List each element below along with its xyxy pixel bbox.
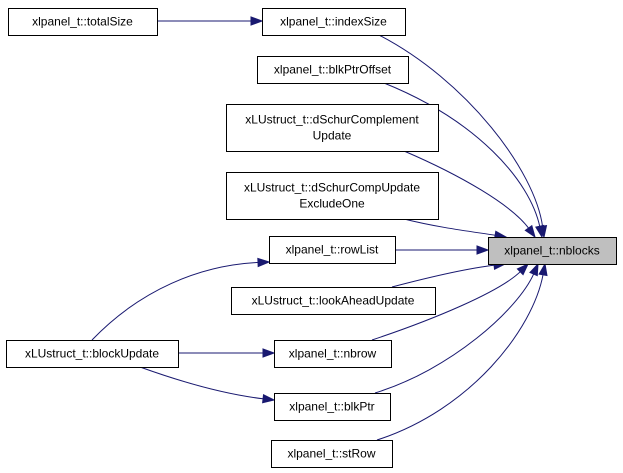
node-box[interactable] [226,104,439,152]
edge-line [391,264,496,288]
edge-stRow-to-nblocks [376,262,548,441]
arrowhead-icon [538,262,548,277]
edge-blkPtr-to-nblocks [374,262,539,394]
node-indexSize[interactable]: xlpanel_t::indexSize [262,8,406,36]
node-blockUpdate[interactable]: xLUstruct_t::blockUpdate [6,340,179,368]
focus-node-box[interactable] [488,237,617,265]
node-label: xlpanel_t::rowList [286,243,379,257]
arrowhead-icon [535,224,545,239]
nodes-layer: xlpanel_t::totalSize xlpanel_t::indexSize… [6,8,617,468]
node-box[interactable] [262,8,406,36]
edge-line [139,366,265,400]
node-label: xlpanel_t::blkPtr [289,400,374,414]
arrowhead-icon [476,245,490,255]
node-label: xLUstruct_t::lookAheadUpdate [252,294,415,308]
node-label: xlpanel_t::nblocks [504,244,599,258]
edge-line [403,150,530,230]
edge-line [371,270,522,341]
edge-line [378,34,544,228]
node-label: xlpanel_t::blkPtrOffset [274,63,392,77]
arrowhead-icon [257,257,271,268]
node-totalSize[interactable]: xlpanel_t::totalSize [8,8,158,36]
node-rowList[interactable]: xlpanel_t::rowList [269,236,396,264]
edge-lookAheadUpdate-to-nblocks [391,260,507,288]
node-blkPtrOffset[interactable]: xlpanel_t::blkPtrOffset [257,56,409,84]
edge-nbrow-to-nblocks [371,262,530,341]
node-box[interactable] [274,393,391,421]
arrowhead-icon [262,348,276,358]
node-label: xLUstruct_t::dSchurComplement [245,113,419,127]
edge-totalSize-to-indexSize [157,16,264,26]
node-box[interactable] [257,56,409,84]
node-label: xLUstruct_t::blockUpdate [25,347,159,361]
node-nbrow[interactable]: xlpanel_t::nbrow [274,340,392,368]
arrowhead-icon [524,224,536,239]
node-box[interactable] [8,8,158,36]
edges-layer [91,16,548,441]
node-stRow[interactable]: xlpanel_t::stRow [271,440,393,468]
edge-blockUpdate-to-blkPtr [139,366,276,404]
node-label: xlpanel_t::totalSize [32,15,133,29]
edge-blkPtrOffset-to-nblocks [383,82,545,239]
node-label: ExcludeOne [299,197,365,211]
node-box[interactable] [231,287,436,315]
arrowhead-icon [250,16,264,26]
edge-line [403,218,497,236]
node-box[interactable] [6,340,179,368]
node-nblocks[interactable]: xlpanel_t::nblocks [488,237,617,265]
edge-dSchurCompUpdateExcludeOne-to-nblocks [403,218,508,240]
node-lookAheadUpdate[interactable]: xLUstruct_t::lookAheadUpdate [231,287,436,315]
edge-rowList-to-nblocks [395,245,490,255]
node-label: xlpanel_t::nbrow [289,347,377,361]
edge-line [376,273,544,441]
node-blkPtr[interactable]: xlpanel_t::blkPtr [274,393,391,421]
node-label: xlpanel_t::stRow [287,447,375,461]
edge-blockUpdate-to-nbrow [178,348,276,358]
edge-dSchurComplementUpdate-to-nblocks [403,150,536,239]
node-box[interactable] [271,440,393,468]
edge-line [374,272,535,394]
arrowhead-icon [262,394,276,404]
edge-blockUpdate-to-rowList [91,257,271,341]
node-box[interactable] [274,340,392,368]
arrowhead-icon [529,262,539,277]
edge-line [383,82,541,228]
edge-line [91,261,260,341]
node-box[interactable] [226,172,439,220]
arrowhead-icon [516,262,530,276]
node-label: Update [313,129,352,143]
node-label: xlpanel_t::indexSize [280,15,387,29]
node-label: xLUstruct_t::dSchurCompUpdate [244,181,420,195]
node-box[interactable] [269,236,396,264]
